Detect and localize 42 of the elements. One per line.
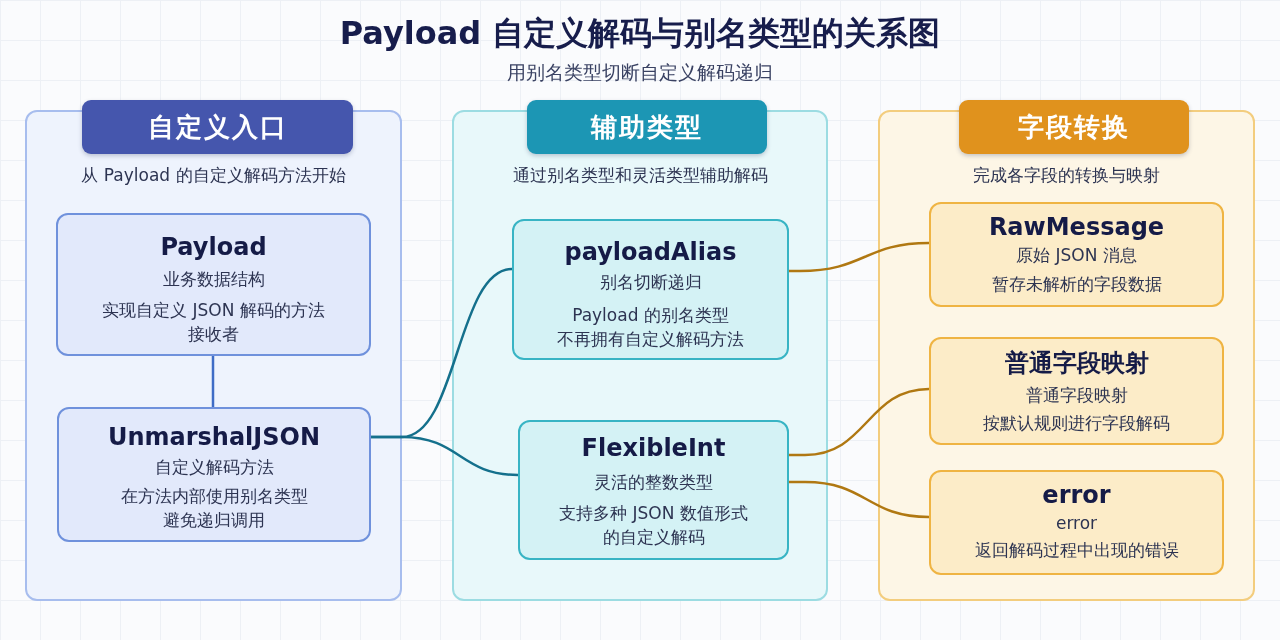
diagram-subtitle: 用别名类型切断自定义解码递归 (507, 59, 773, 85)
node-description: 返回解码过程中出现的错误 (974, 539, 1179, 562)
node-title: Payload (160, 232, 267, 263)
section-heading: 字段转换 (959, 100, 1189, 154)
panel-subtitle: 完成各字段的转换与映射 (973, 164, 1160, 187)
node-subtitle: 业务数据结构 (162, 268, 265, 291)
section-heading: 自定义入口 (82, 100, 353, 154)
node-title: payloadAlias (564, 237, 737, 268)
node-title: 普通字段映射 (1004, 348, 1149, 379)
concept-box (929, 470, 1224, 575)
connector-line (789, 480, 930, 519)
node-subtitle: 普通字段映射 (1025, 384, 1128, 407)
node-description: Payload 的别名类型 (572, 304, 729, 327)
node-subtitle: 自定义解码方法 (154, 456, 274, 479)
node-title: error (1042, 480, 1111, 511)
node-description: 暂存未解析的字段数据 (991, 273, 1162, 296)
concept-box (512, 219, 789, 360)
concept-box (57, 407, 371, 542)
node-subtitle: 别名切断递归 (599, 271, 702, 294)
node-subtitle: error (1055, 512, 1098, 535)
node-title: FlexibleInt (581, 433, 726, 464)
connector-line (789, 241, 930, 273)
panel-subtitle: 通过别名类型和灵活类型辅助解码 (512, 164, 768, 187)
connector-line (371, 435, 519, 477)
node-description: 支持多种 JSON 数值形式的自定义解码 (558, 502, 749, 549)
concept-box (929, 202, 1224, 307)
node-title: UnmarshalJSON (107, 422, 321, 453)
node-description: 实现自定义 JSON 解码的方法接收者 (101, 299, 326, 346)
connector-line (211, 356, 215, 407)
panel-subtitle: 从 Payload 的自定义解码方法开始 (81, 164, 346, 187)
node-description: 按默认规则进行字段解码 (983, 412, 1170, 435)
node-title: RawMessage (988, 212, 1165, 243)
section-heading: 辅助类型 (527, 100, 767, 154)
concept-box (56, 213, 371, 356)
node-description: 在方法内部使用别名类型避免递归调用 (119, 485, 309, 532)
concept-box (518, 420, 789, 560)
concept-box (929, 337, 1224, 445)
node-subtitle: 原始 JSON 消息 (1016, 244, 1137, 267)
node-subtitle: 灵活的整数类型 (594, 471, 713, 494)
node-description: 不再拥有自定义解码方法 (557, 328, 744, 351)
connector-line (789, 387, 930, 457)
diagram-title: Payload 自定义解码与别名类型的关系图 (339, 12, 941, 54)
